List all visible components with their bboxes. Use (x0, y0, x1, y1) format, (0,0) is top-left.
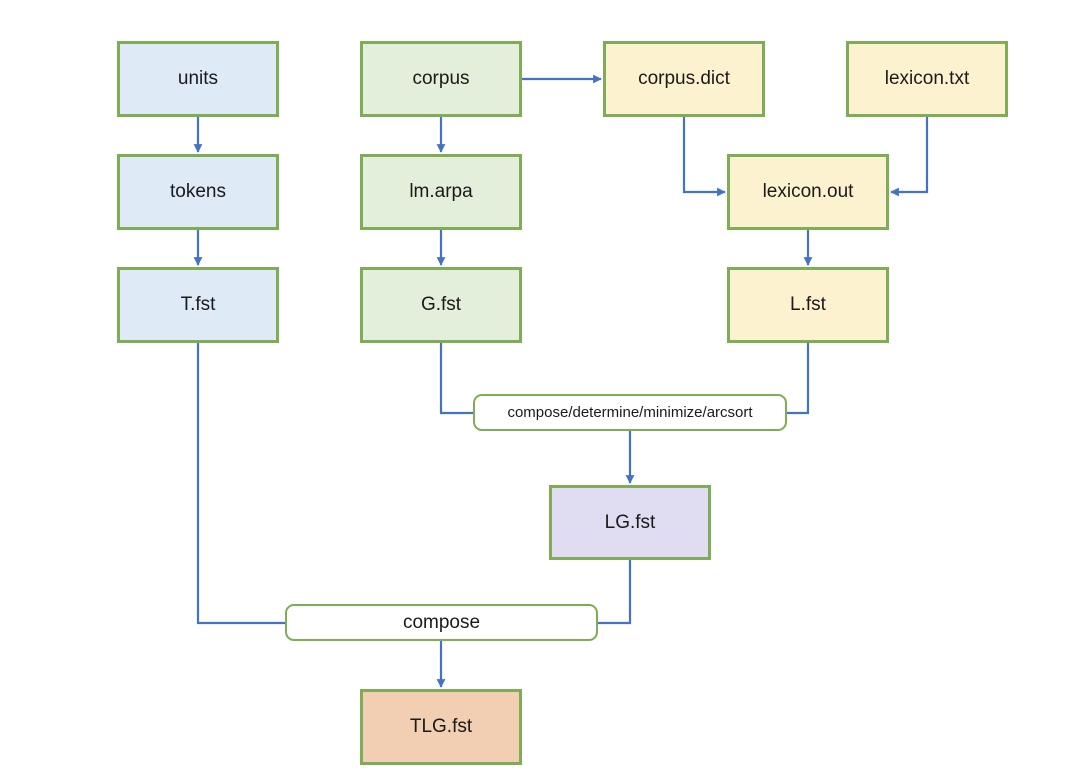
node-t-fst: T.fst (117, 267, 279, 343)
op-label: compose/determine/minimize/arcsort (507, 404, 753, 421)
edge-gfst-compose-lg (439, 343, 473, 415)
node-label: lm.arpa (409, 181, 473, 202)
node-lexicon-txt: lexicon.txt (846, 41, 1008, 117)
op-compose-determine-minimize-arcsort: compose/determine/minimize/arcsort (473, 394, 787, 431)
node-label: L.fst (790, 294, 826, 315)
node-tlg-fst: TLG.fst (360, 689, 522, 765)
node-l-fst: L.fst (727, 267, 889, 343)
node-label: tokens (170, 181, 226, 202)
edge-tfst-compose-tlg (196, 343, 285, 625)
node-label: LG.fst (604, 511, 656, 533)
node-units: units (117, 41, 279, 117)
op-label: compose (402, 611, 481, 633)
node-g-fst: G.fst (360, 267, 522, 343)
node-tokens: tokens (117, 154, 279, 230)
edge-lgfst-compose-tlg (598, 560, 632, 625)
node-lg-fst: LG.fst (549, 485, 711, 560)
node-corpus: corpus (360, 41, 522, 117)
edge-lfst-compose-lg (787, 343, 810, 415)
node-corpus-dict: corpus.dict (603, 41, 765, 117)
node-label: corpus.dict (638, 68, 730, 89)
op-compose: compose (285, 604, 598, 641)
node-label: units (177, 68, 219, 89)
node-label: TLG.fst (409, 716, 473, 737)
node-lm-arpa: lm.arpa (360, 154, 522, 230)
node-label: T.fst (180, 294, 216, 315)
edge-corpusdict-lexiconout (682, 117, 726, 197)
node-label: lexicon.out (762, 181, 854, 202)
node-label: lexicon.txt (884, 68, 970, 89)
node-lexicon-out: lexicon.out (727, 154, 889, 230)
node-label: G.fst (420, 294, 462, 315)
node-label: corpus (412, 68, 470, 89)
edge-lexicontxt-lexiconout (890, 117, 929, 197)
